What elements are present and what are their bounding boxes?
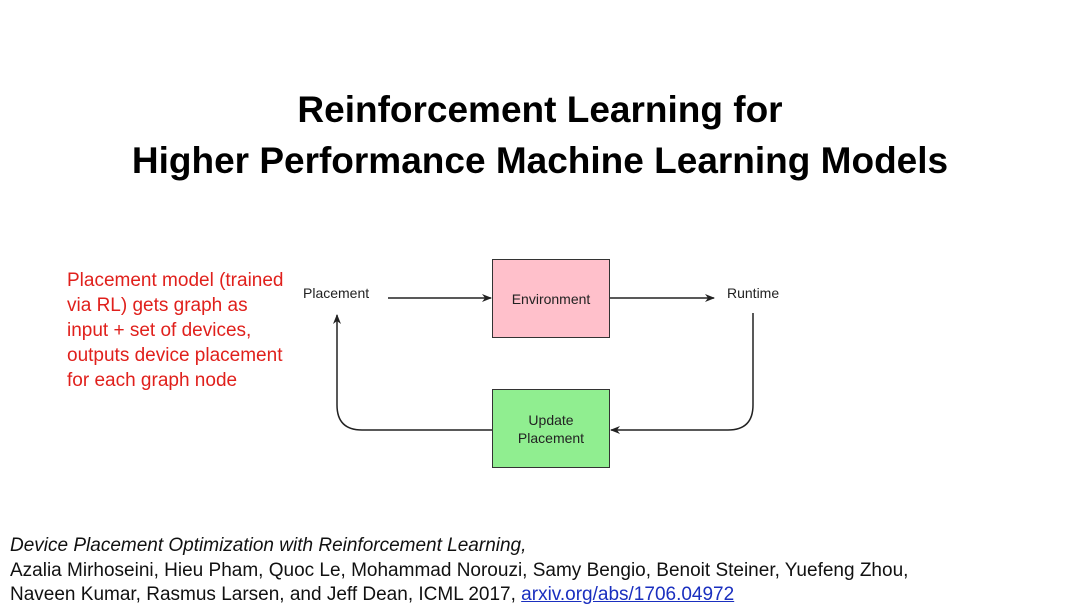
slide-title: Reinforcement Learning for Higher Perfor… xyxy=(0,84,1080,186)
citation-authors-2: Naveen Kumar, Rasmus Larsen, and Jeff De… xyxy=(10,584,516,605)
placement-model-note: Placement model (trained via RL) gets gr… xyxy=(67,270,284,391)
citation-authors-1: Azalia Mirhoseini, Hieu Pham, Quoc Le, M… xyxy=(10,559,909,581)
placement-label: Placement xyxy=(303,285,370,301)
environment-label: Environment xyxy=(511,290,591,307)
arrow-update-to-placement xyxy=(333,314,492,431)
title-line-2: Higher Performance Machine Learning Mode… xyxy=(131,140,949,181)
title-line-1: Reinforcement Learning for xyxy=(297,89,783,130)
citation-title: Device Placement Optimization with Reinf… xyxy=(10,535,527,556)
arrow-runtime-to-update xyxy=(610,313,754,434)
runtime-label: Runtime xyxy=(727,285,780,301)
arxiv-link[interactable]: arxiv.org/abs/1706.04972 xyxy=(521,584,735,605)
citation: Device Placement Optimization with Reinf… xyxy=(10,534,908,608)
environment-box: Environment xyxy=(492,259,610,338)
update-label-line-1: Update xyxy=(528,411,574,428)
update-placement-box: Update Placement xyxy=(492,389,610,468)
update-label-line-2: Placement xyxy=(517,429,585,446)
